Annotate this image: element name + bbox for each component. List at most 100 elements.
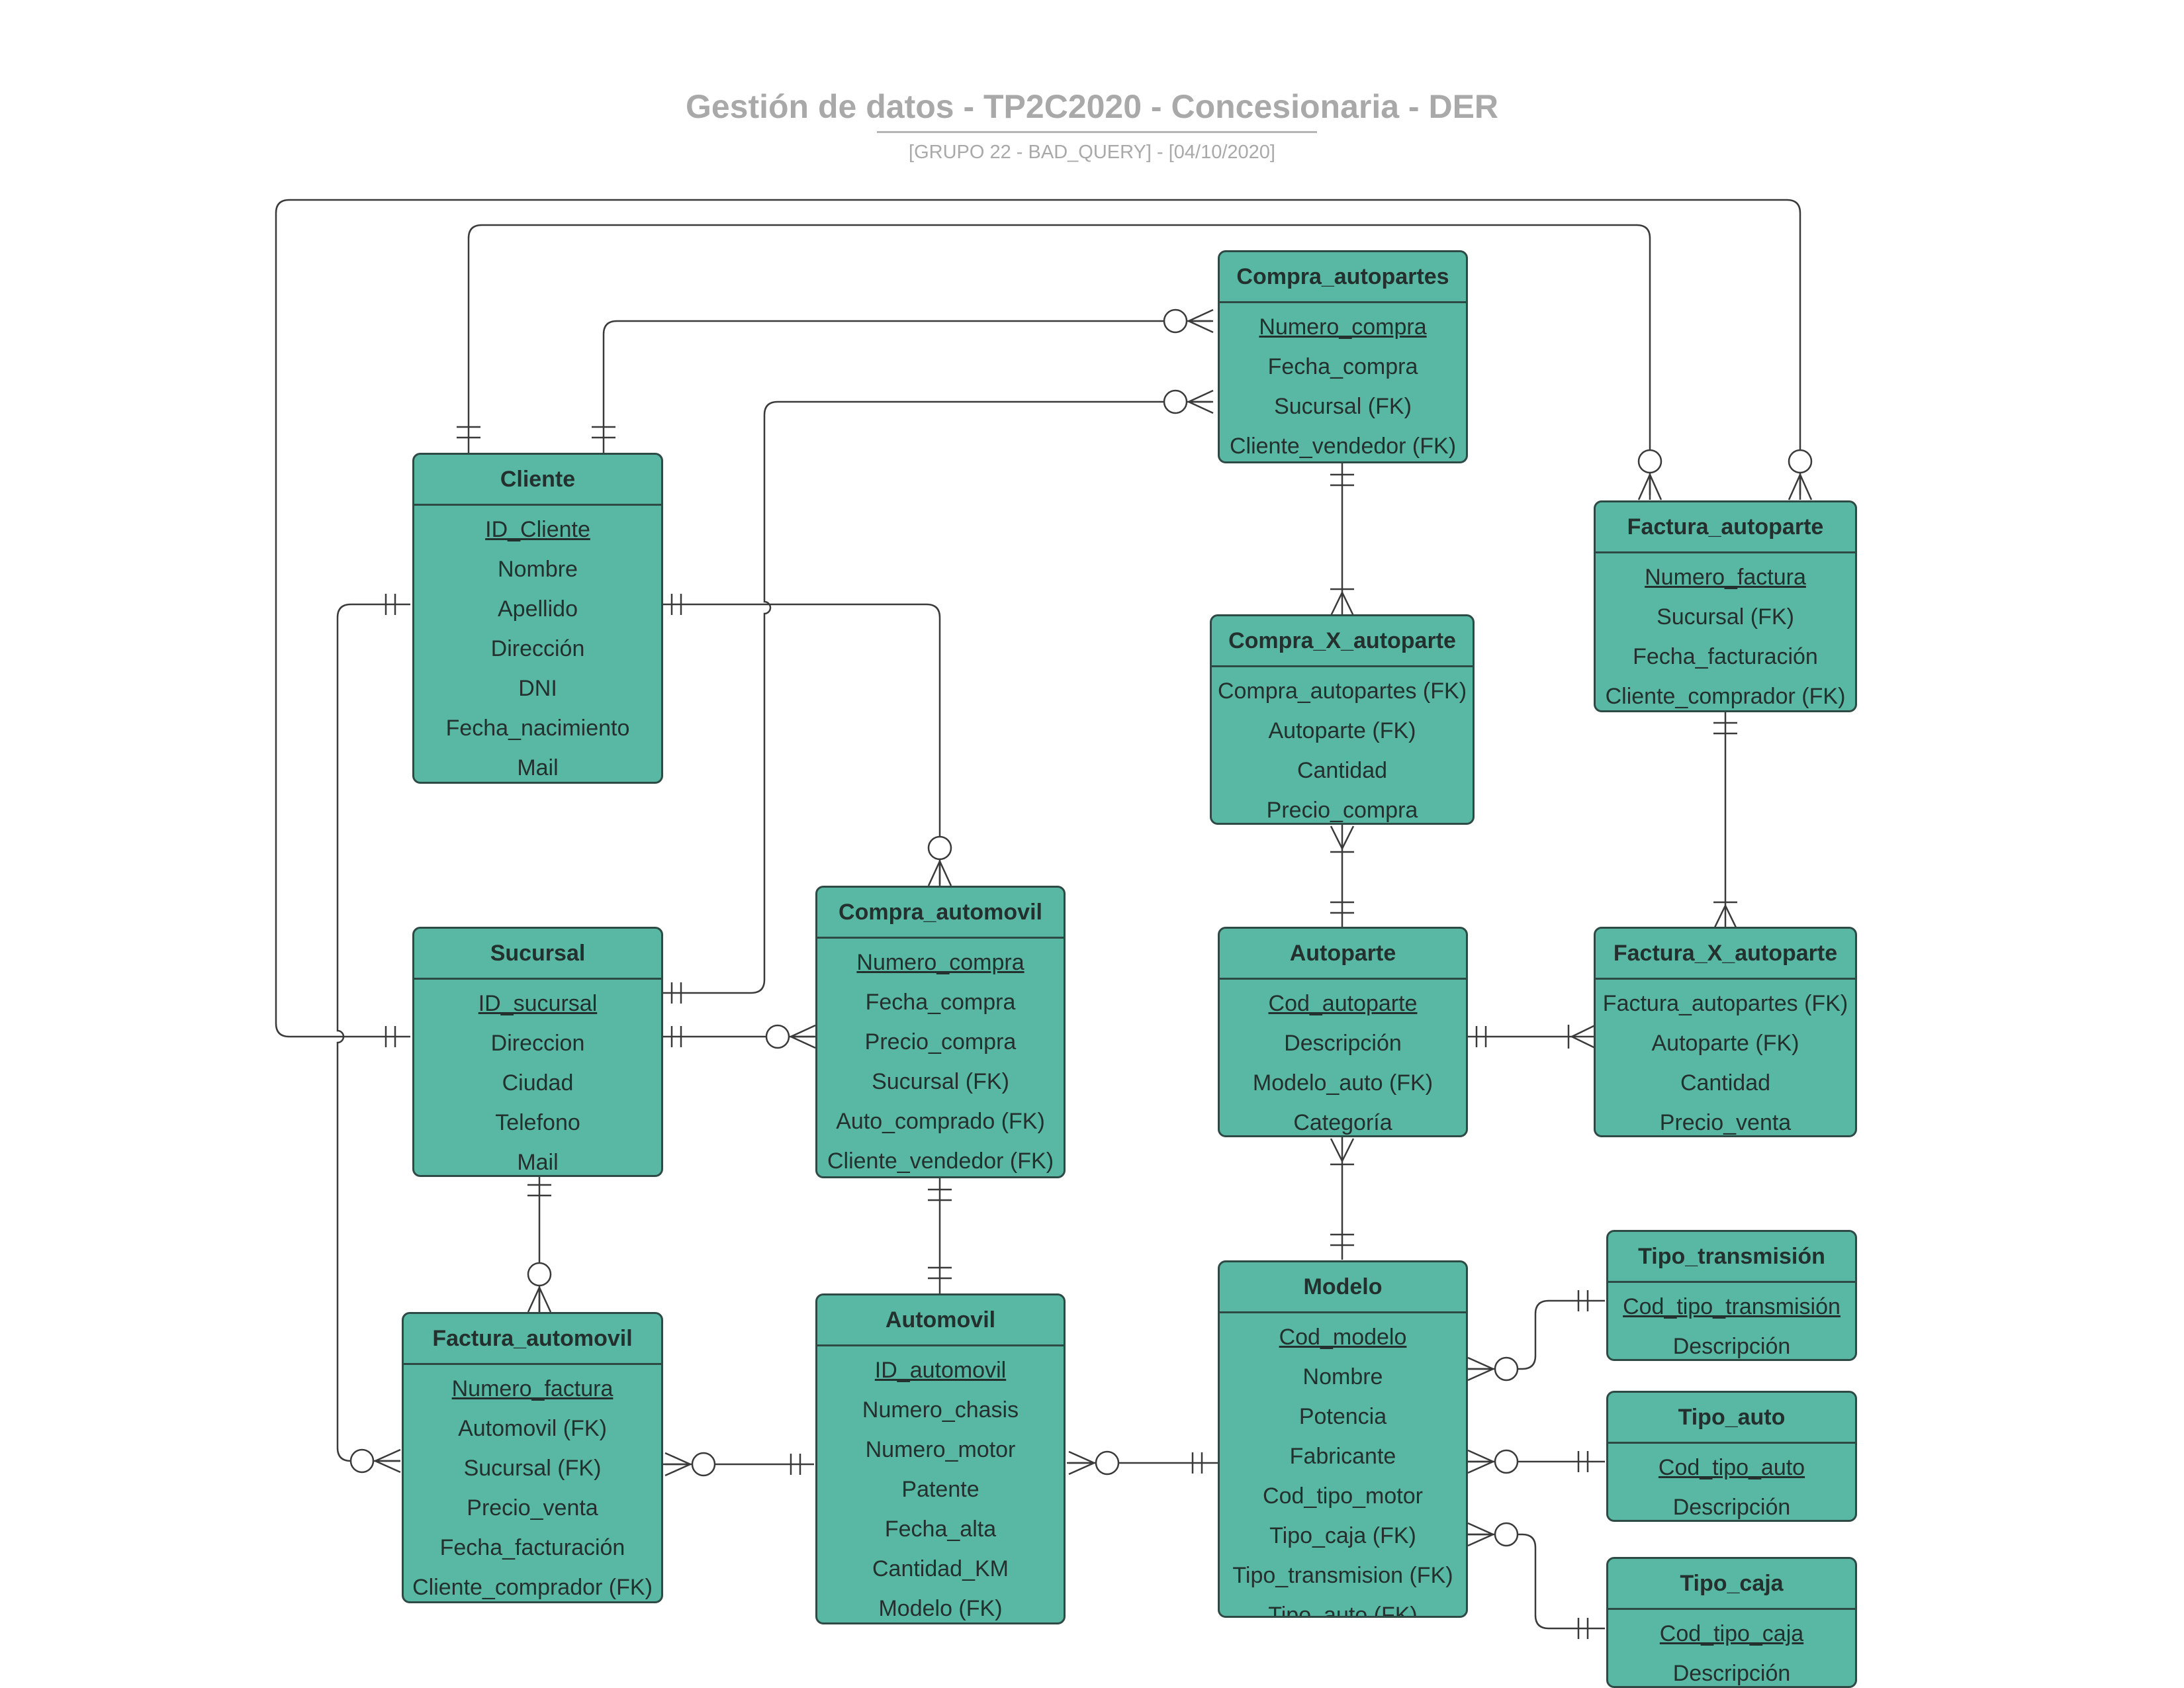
attribute: Sucursal (FK) — [1657, 604, 1794, 630]
entity-name: Autoparte — [1220, 929, 1466, 980]
entity-name: Compra_X_autoparte — [1212, 616, 1473, 667]
attribute: Apellido — [498, 596, 578, 622]
attribute: Fecha_nacimiento — [445, 716, 630, 741]
rel-end-compra-x-autoparte-top — [1330, 588, 1355, 616]
rel-end-autoparte-bottom — [1330, 1138, 1355, 1166]
rel-modelo-tipo-transmision — [1468, 1299, 1605, 1370]
attribute: Sucursal (FK) — [872, 1069, 1009, 1094]
rel-end-cliente-top-left — [457, 426, 480, 439]
attribute: Cod_tipo_motor — [1263, 1483, 1423, 1509]
rel-end-factura-autoparte-top-left — [1637, 449, 1662, 500]
rel-end-sucursal-compra-automovil — [670, 1026, 682, 1047]
attribute: Fabricante — [1289, 1444, 1396, 1469]
rel-end-modelo-tipo-caja — [1467, 1522, 1519, 1547]
attribute: Autoparte (FK) — [1268, 718, 1416, 743]
entity-name: Factura_X_autoparte — [1596, 929, 1855, 980]
rel-cliente-factura-automovil — [336, 603, 410, 1462]
rel-end-compra-automovil-bottom — [928, 1188, 952, 1201]
attribute: Tipo_caja (FK) — [1269, 1523, 1416, 1548]
attribute: Cantidad — [1680, 1070, 1771, 1096]
attribute: Descripción — [1672, 1334, 1791, 1359]
entity-name: Factura_autoparte — [1596, 502, 1855, 553]
primary-key-attribute: Cod_modelo — [1279, 1325, 1407, 1350]
attribute: Sucursal (FK) — [463, 1456, 602, 1481]
attribute: Precio_venta — [467, 1495, 598, 1521]
primary-key-attribute: Numero_factura — [1645, 565, 1806, 590]
diagram-title: Gestión de datos - TP2C2020 - Concesiona… — [685, 88, 1499, 125]
attribute: Tipo_transmision (FK) — [1232, 1563, 1453, 1588]
rel-cliente-compra-autopartes — [602, 320, 1211, 453]
attribute: Numero_chasis — [862, 1397, 1019, 1423]
entity-name: Tipo_caja — [1608, 1559, 1855, 1610]
primary-key-attribute: Cod_tipo_auto — [1658, 1455, 1805, 1480]
rel-cliente-compra-automovil — [663, 603, 941, 884]
primary-key-attribute: Cod_autoparte — [1268, 991, 1418, 1016]
attribute: Fecha_alta — [884, 1517, 997, 1542]
rel-end-modelo-automovil — [1191, 1452, 1203, 1474]
attribute: Potencia — [1298, 1404, 1387, 1429]
attribute: Compra_autopartes (FK) — [1217, 679, 1467, 704]
rel-end-sucursal-bottom — [527, 1184, 551, 1197]
attribute: Cliente_vendedor (FK) — [827, 1149, 1054, 1174]
rel-end-sucursal-compra-autopartes — [670, 982, 682, 1004]
rel-end-compra-x-autoparte-bottom — [1330, 825, 1355, 853]
rel-sucursal-factura-autoparte — [275, 199, 1801, 1038]
rel-end-cliente-top-right — [592, 426, 615, 439]
rel-sucursal-compra-autopartes — [663, 400, 1211, 994]
attribute: Precio_compra — [864, 1029, 1017, 1055]
attribute: Precio_compra — [1266, 798, 1418, 823]
attribute: Fecha_compra — [865, 990, 1016, 1015]
attribute: Telefono — [495, 1110, 580, 1135]
rel-end-compra-autopartes-cliente — [1163, 308, 1214, 334]
attribute: Descripción — [1672, 1661, 1791, 1686]
attribute: Cantidad — [1297, 758, 1388, 783]
rel-end-compra-automovil-sucursal — [765, 1024, 816, 1049]
rel-end-tipo-transmision — [1577, 1290, 1589, 1311]
primary-key-attribute: ID_automovil — [874, 1358, 1007, 1383]
attribute: Cliente_comprador (FK) — [412, 1575, 653, 1600]
entity-name: Sucursal — [414, 929, 661, 980]
attribute: Categoría — [1293, 1110, 1392, 1135]
attribute: Mail — [517, 1150, 559, 1175]
entity-name: Tipo_auto — [1608, 1393, 1855, 1444]
rel-end-autoparte-right — [1475, 1026, 1487, 1047]
primary-key-attribute: ID_Cliente — [485, 517, 590, 542]
rel-end-factura-automovil-automovil — [664, 1452, 716, 1477]
rel-end-factura-x-autoparte-top — [1713, 901, 1738, 929]
attribute: Autoparte (FK) — [1651, 1031, 1799, 1056]
rel-end-compra-autopartes-sucursal — [1163, 389, 1214, 414]
attribute: Dirección — [490, 636, 585, 661]
rel-end-factura-autoparte-bottom — [1713, 722, 1737, 735]
rel-end-factura-autoparte-top-right — [1788, 449, 1813, 500]
attribute: Modelo (FK) — [878, 1596, 1003, 1621]
attribute: Direccion — [490, 1031, 585, 1056]
rel-end-cliente-right — [670, 594, 682, 615]
attribute: Ciudad — [502, 1070, 574, 1096]
rel-end-automovil-modelo — [1068, 1450, 1120, 1476]
rel-end-modelo-tipo-auto — [1467, 1449, 1519, 1474]
